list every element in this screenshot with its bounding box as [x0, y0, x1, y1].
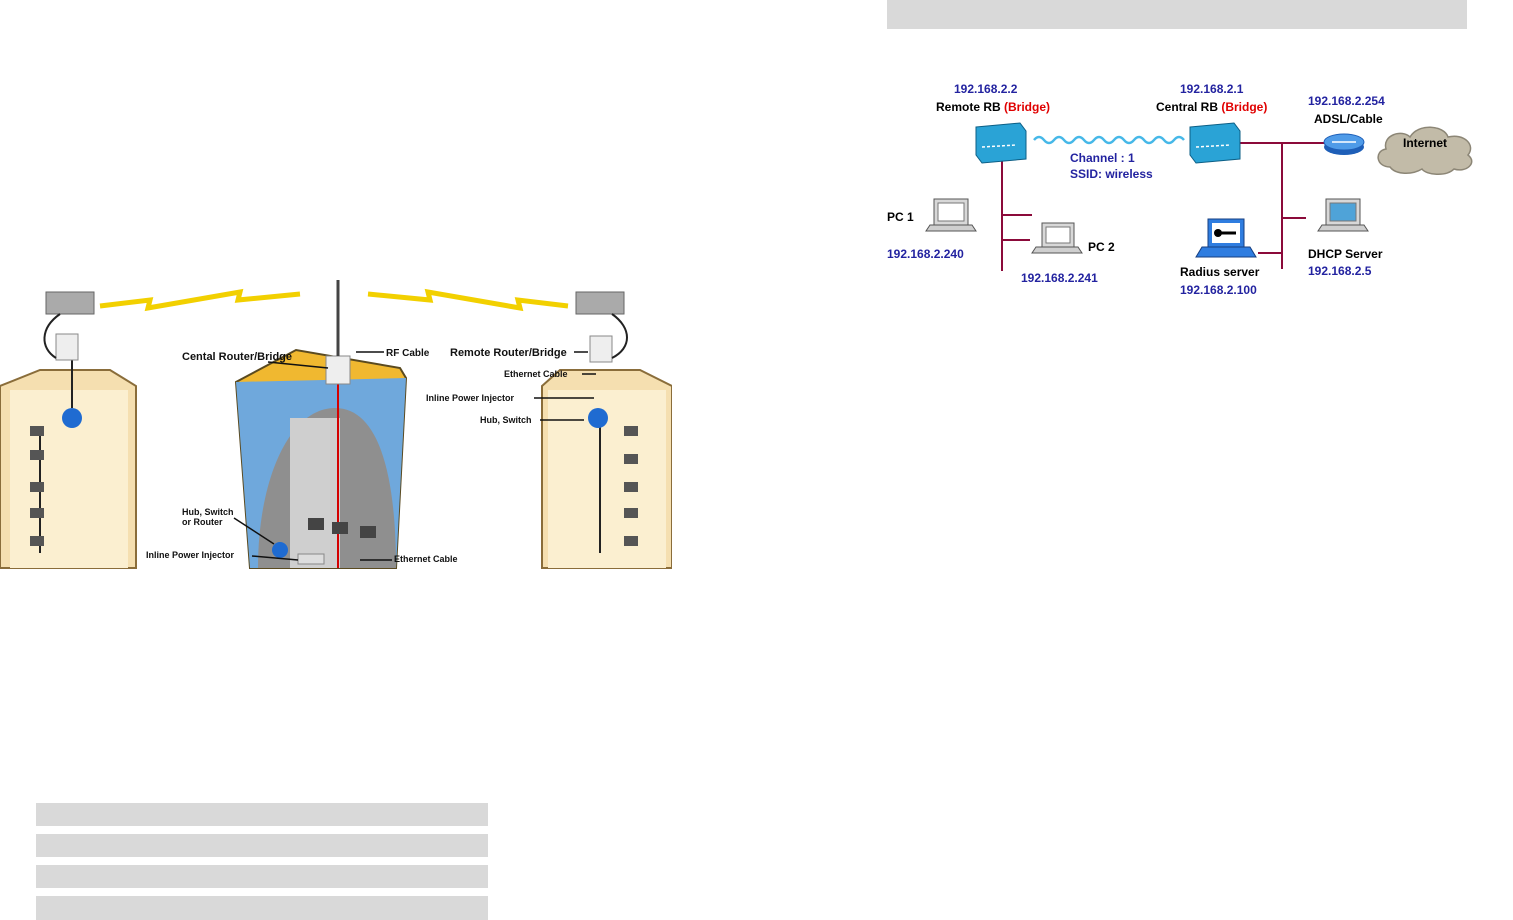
radius-server-icon [1195, 218, 1257, 258]
internet-label: Internet [1403, 136, 1447, 150]
internet-cloud-icon [1377, 126, 1473, 175]
building-wireless-illustration: Cental Router/Bridge RF Cable Remote Rou… [0, 278, 672, 574]
remote-rb-name: Remote RB (Bridge) [936, 100, 1050, 114]
bottom-bar-2 [36, 834, 488, 857]
central-hub-icon [272, 542, 288, 558]
right-router-box-icon [589, 335, 613, 363]
inline-injector-bottom-label: Inline Power Injector [146, 550, 235, 560]
remote-rb-mode: (Bridge) [1004, 100, 1050, 114]
central-rb-name-text: Central RB [1156, 100, 1221, 114]
pc-icon [30, 426, 44, 546]
grid-antenna-icon [45, 291, 95, 315]
dhcp-name: DHCP Server [1308, 247, 1383, 261]
wireless-chain-link [1033, 135, 1185, 145]
inline-injector-right-label: Inline Power Injector [426, 393, 515, 403]
hub-switch-router-label-1: Hub, Switch [182, 507, 234, 517]
ethernet-cable-bottom-label: Ethernet Cable [394, 554, 458, 564]
left-building [0, 291, 137, 569]
central-building [234, 280, 408, 569]
pc1-name: PC 1 [887, 210, 914, 224]
central-injector-icon [297, 553, 325, 565]
central-router-label: Cental Router/Bridge [182, 351, 292, 363]
lan-lines [1001, 142, 1324, 271]
remote-rb-name-text: Remote RB [936, 100, 1004, 114]
central-router-box-icon [325, 355, 351, 385]
hub-switch-router-label-2: or Router [182, 517, 223, 527]
remote-rb-ip: 192.168.2.2 [954, 82, 1018, 96]
pc1-ip: 192.168.2.240 [887, 247, 964, 261]
pc2-ip: 192.168.2.241 [1021, 271, 1098, 285]
pc1-icon [925, 198, 977, 232]
top-right-bar [887, 0, 1467, 29]
adsl-name: ADSL/Cable [1314, 112, 1383, 126]
remote-rb-icon [975, 122, 1027, 164]
adsl-ip: 192.168.2.254 [1308, 94, 1385, 108]
remote-router-label: Remote Router/Bridge [450, 347, 567, 359]
pc2-icon [1031, 222, 1083, 254]
wireless-link-left [99, 288, 301, 312]
ssid-label: SSID: wireless [1070, 167, 1153, 181]
central-rb-name: Central RB (Bridge) [1156, 100, 1267, 114]
channel-label: Channel : 1 [1070, 151, 1135, 165]
pc2-name: PC 2 [1088, 240, 1115, 254]
central-rb-icon [1189, 122, 1241, 164]
dhcp-server-icon [1317, 198, 1369, 232]
router-box-icon [55, 333, 79, 361]
central-rb-mode: (Bridge) [1221, 100, 1267, 114]
rf-cable-label: RF Cable [386, 348, 430, 359]
right-hub-icon [588, 408, 608, 428]
radius-name: Radius server [1180, 265, 1260, 279]
hub-switch-right-label: Hub, Switch [480, 415, 532, 425]
bottom-bar-3 [36, 865, 488, 888]
central-pc-icon [308, 518, 324, 530]
radius-ip: 192.168.2.100 [1180, 283, 1257, 297]
wireless-link-right [367, 288, 569, 312]
dhcp-ip: 192.168.2.5 [1308, 264, 1372, 278]
right-grid-antenna-icon [575, 291, 625, 315]
central-rb-ip: 192.168.2.1 [1180, 82, 1244, 96]
bottom-bar-4 [36, 896, 488, 920]
ethernet-cable-top-label: Ethernet Cable [504, 369, 568, 379]
hub-icon [62, 408, 82, 428]
bottom-bar-1 [36, 803, 488, 826]
adsl-router-icon [1323, 133, 1365, 155]
network-topology-diagram: 192.168.2.2 Remote RB (Bridge) 192.168.2… [887, 82, 1473, 297]
